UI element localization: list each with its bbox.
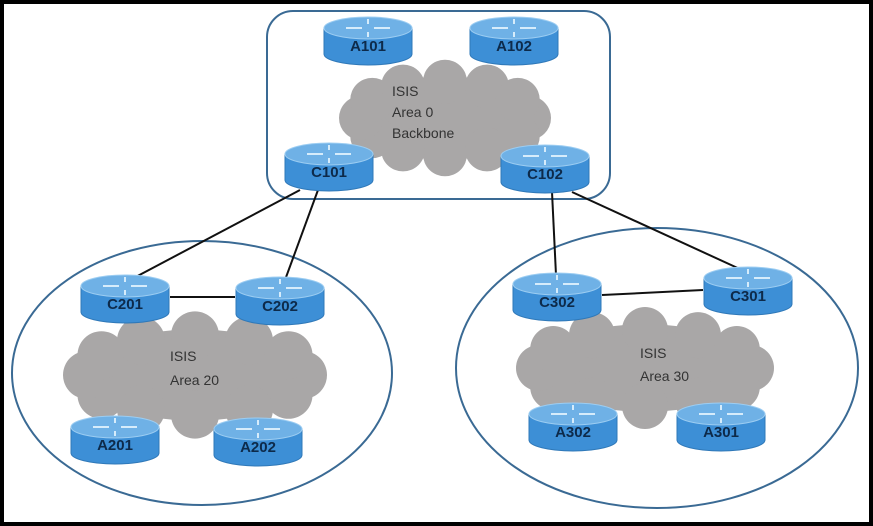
router-icon — [528, 402, 618, 452]
router-label: C302 — [539, 294, 575, 311]
area0-label: ISIS — [392, 83, 418, 99]
area0-boundary — [266, 10, 611, 200]
router-icon — [213, 417, 303, 467]
router-C101[interactable]: C101 — [284, 142, 374, 192]
router-label: C201 — [107, 296, 143, 313]
link-C102-C301 — [571, 191, 743, 271]
area20-cloud-icon — [63, 311, 327, 439]
link-C302-C301 — [601, 289, 704, 296]
router-icon — [80, 274, 170, 324]
area20-label: Area 20 — [170, 372, 219, 388]
router-icon — [235, 276, 325, 326]
area30-label: ISIS — [640, 345, 666, 361]
router-icon — [284, 142, 374, 192]
router-icon — [70, 415, 160, 465]
router-C301[interactable]: C301 — [703, 266, 793, 316]
router-C201[interactable]: C201 — [80, 274, 170, 324]
router-icon — [500, 144, 590, 194]
router-A101[interactable]: A101 — [323, 16, 413, 66]
router-label: A101 — [350, 38, 386, 55]
router-label: A201 — [97, 437, 133, 454]
router-A302[interactable]: A302 — [528, 402, 618, 452]
router-label: C102 — [527, 166, 563, 183]
router-label: C101 — [311, 164, 347, 181]
router-icon — [703, 266, 793, 316]
link-C101-C201 — [129, 189, 301, 281]
area0-cloud-icon — [339, 59, 551, 177]
router-C102[interactable]: C102 — [500, 144, 590, 194]
router-label: A202 — [240, 439, 276, 456]
router-icon — [512, 272, 602, 322]
link-C101-C202 — [284, 189, 319, 281]
router-label: A302 — [555, 424, 591, 441]
area30-boundary — [455, 227, 859, 509]
area0-label: Backbone — [392, 125, 454, 141]
area0-label: Area 0 — [392, 104, 433, 120]
router-A102[interactable]: A102 — [469, 16, 559, 66]
router-A201[interactable]: A201 — [70, 415, 160, 465]
router-A202[interactable]: A202 — [213, 417, 303, 467]
router-label: C301 — [730, 288, 766, 305]
router-C302[interactable]: C302 — [512, 272, 602, 322]
area20-label: ISIS — [170, 348, 196, 364]
link-C102-C302 — [551, 191, 557, 276]
router-icon — [676, 402, 766, 452]
router-label: A301 — [703, 424, 739, 441]
router-icon — [323, 16, 413, 66]
area30-label: Area 30 — [640, 368, 689, 384]
router-A301[interactable]: A301 — [676, 402, 766, 452]
router-icon — [469, 16, 559, 66]
router-label: C202 — [262, 298, 298, 315]
router-label: A102 — [496, 38, 532, 55]
router-C202[interactable]: C202 — [235, 276, 325, 326]
